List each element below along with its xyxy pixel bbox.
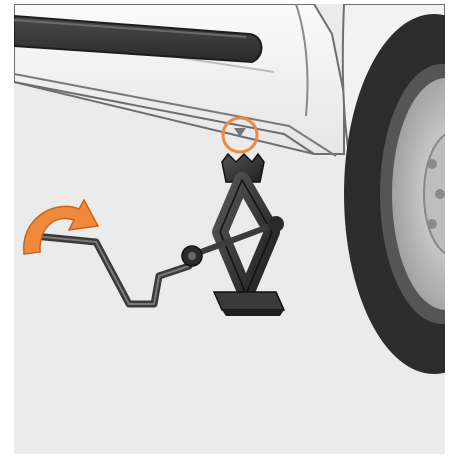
- jack-base-plate: [214, 292, 284, 310]
- jack-illustration: [14, 4, 445, 454]
- left-margin: [0, 0, 14, 456]
